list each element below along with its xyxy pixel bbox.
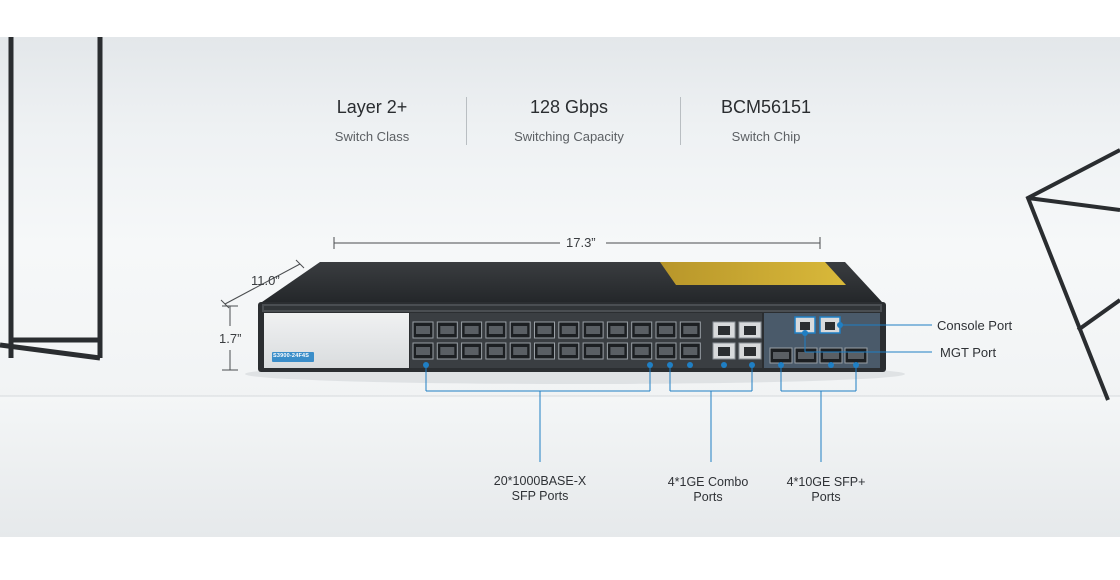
bracket-sfp-plus-dot-b [828,362,834,368]
dimension-depth-label: 11.0” [251,273,280,288]
product-scene [0,37,1120,537]
spec-label: Switch Class [334,129,410,144]
port-group-line1: 20*1000BASE-X [493,474,587,488]
decor-frame-right [1025,148,1120,401]
sfp-port [461,342,483,360]
spec-switching-capacity: 128 Gbps Switching Capacity [469,95,669,145]
port-group-sfp-plus-label: 4*10GE SFP+ Ports [761,475,891,505]
port-group-sfp-label: 20*1000BASE-X SFP Ports [475,474,605,504]
port-group-line1: 4*1GE Combo [667,475,749,489]
sfp-plus-port [819,347,843,364]
bracket-sfp-plus-dot-c [853,362,859,368]
sfp-plus-port [769,347,793,364]
sfp-port [461,321,483,339]
spec-value: 128 Gbps [529,97,609,117]
sfp-port [436,342,458,360]
top-label-sticker [660,262,846,285]
spec-label: Switch Chip [731,129,801,144]
callout-console-dot [837,322,843,328]
bracket-combo-dot-a [667,362,673,368]
port-group-line2: SFP Ports [511,489,569,503]
spec-divider [466,97,467,145]
rj45-port [738,342,762,360]
dimension-width-label: 17.3” [566,235,596,250]
decor-stand-left [0,37,103,361]
rj45-port [712,342,736,360]
bracket-sfp-dot-left [423,362,429,368]
spec-value: BCM56151 [720,97,812,117]
rj45-port [738,321,762,339]
model-badge-text: S3900-24F4S [273,353,310,359]
sfp-plus-port [844,347,868,364]
rj45-port [712,321,736,339]
callout-console-port: Console Port [937,318,1013,333]
callout-mgt-line [804,333,932,353]
port-group-line1: 4*10GE SFP+ [786,475,866,489]
sfp-port [534,321,555,339]
sfp-port [655,321,677,339]
bracket-sfp-ports [425,366,651,462]
port-group-line2: Ports [811,490,841,504]
sfp-port [412,342,434,360]
bracket-combo-dot-b [687,362,693,368]
callout-mgt-dot [802,330,808,336]
sfp-port [631,342,653,360]
vent-holes [264,306,880,310]
sfp-port [558,342,580,360]
bracket-combo-dot-c [721,362,727,368]
sfp-port [679,321,701,339]
switch-illustration [0,37,1120,537]
sfp-port [655,342,677,360]
rj45-combo-port-group [712,321,762,360]
sfp-port [485,321,507,339]
spec-switch-chip: BCM56151 Switch Chip [666,95,866,145]
sfp-port [534,342,555,360]
bracket-combo-ports [669,366,753,462]
sfp-port [412,321,434,339]
sfp-port [558,321,580,339]
port-area [410,313,762,368]
sfp-port [606,342,628,360]
dimension-width-line [333,237,821,249]
bracket-sfp-plus-dot-a [778,362,784,368]
bracket-combo-dot-d [749,362,755,368]
dimension-height-line [222,305,238,371]
spec-value: Layer 2+ [336,97,408,117]
shelf-surface [0,396,1120,537]
spec-switch-class: Layer 2+ Switch Class [272,95,472,145]
sfp-plus-port [794,347,818,364]
sfp-port [582,342,604,360]
port-group-line2: Ports [693,490,723,504]
sfp-port [606,321,628,339]
spec-label: Switching Capacity [514,129,624,144]
sfp-port [509,342,531,360]
model-badge [272,352,314,362]
sfp-port-group [412,321,701,360]
spec-divider [680,97,681,145]
sfp-port [679,342,701,360]
callout-mgt-port: MGT Port [940,345,997,360]
sfp-port [582,321,604,339]
sfp-port [485,342,507,360]
sfp-port [631,321,653,339]
sfp-port [509,321,531,339]
dimension-height-label: 1.7” [219,331,242,346]
port-group-combo-label: 4*1GE Combo Ports [643,475,773,505]
sfp-port [436,321,458,339]
dimension-depth-line [220,259,305,309]
bracket-sfp-plus-ports [780,366,857,462]
bracket-sfp-dot-right [647,362,653,368]
